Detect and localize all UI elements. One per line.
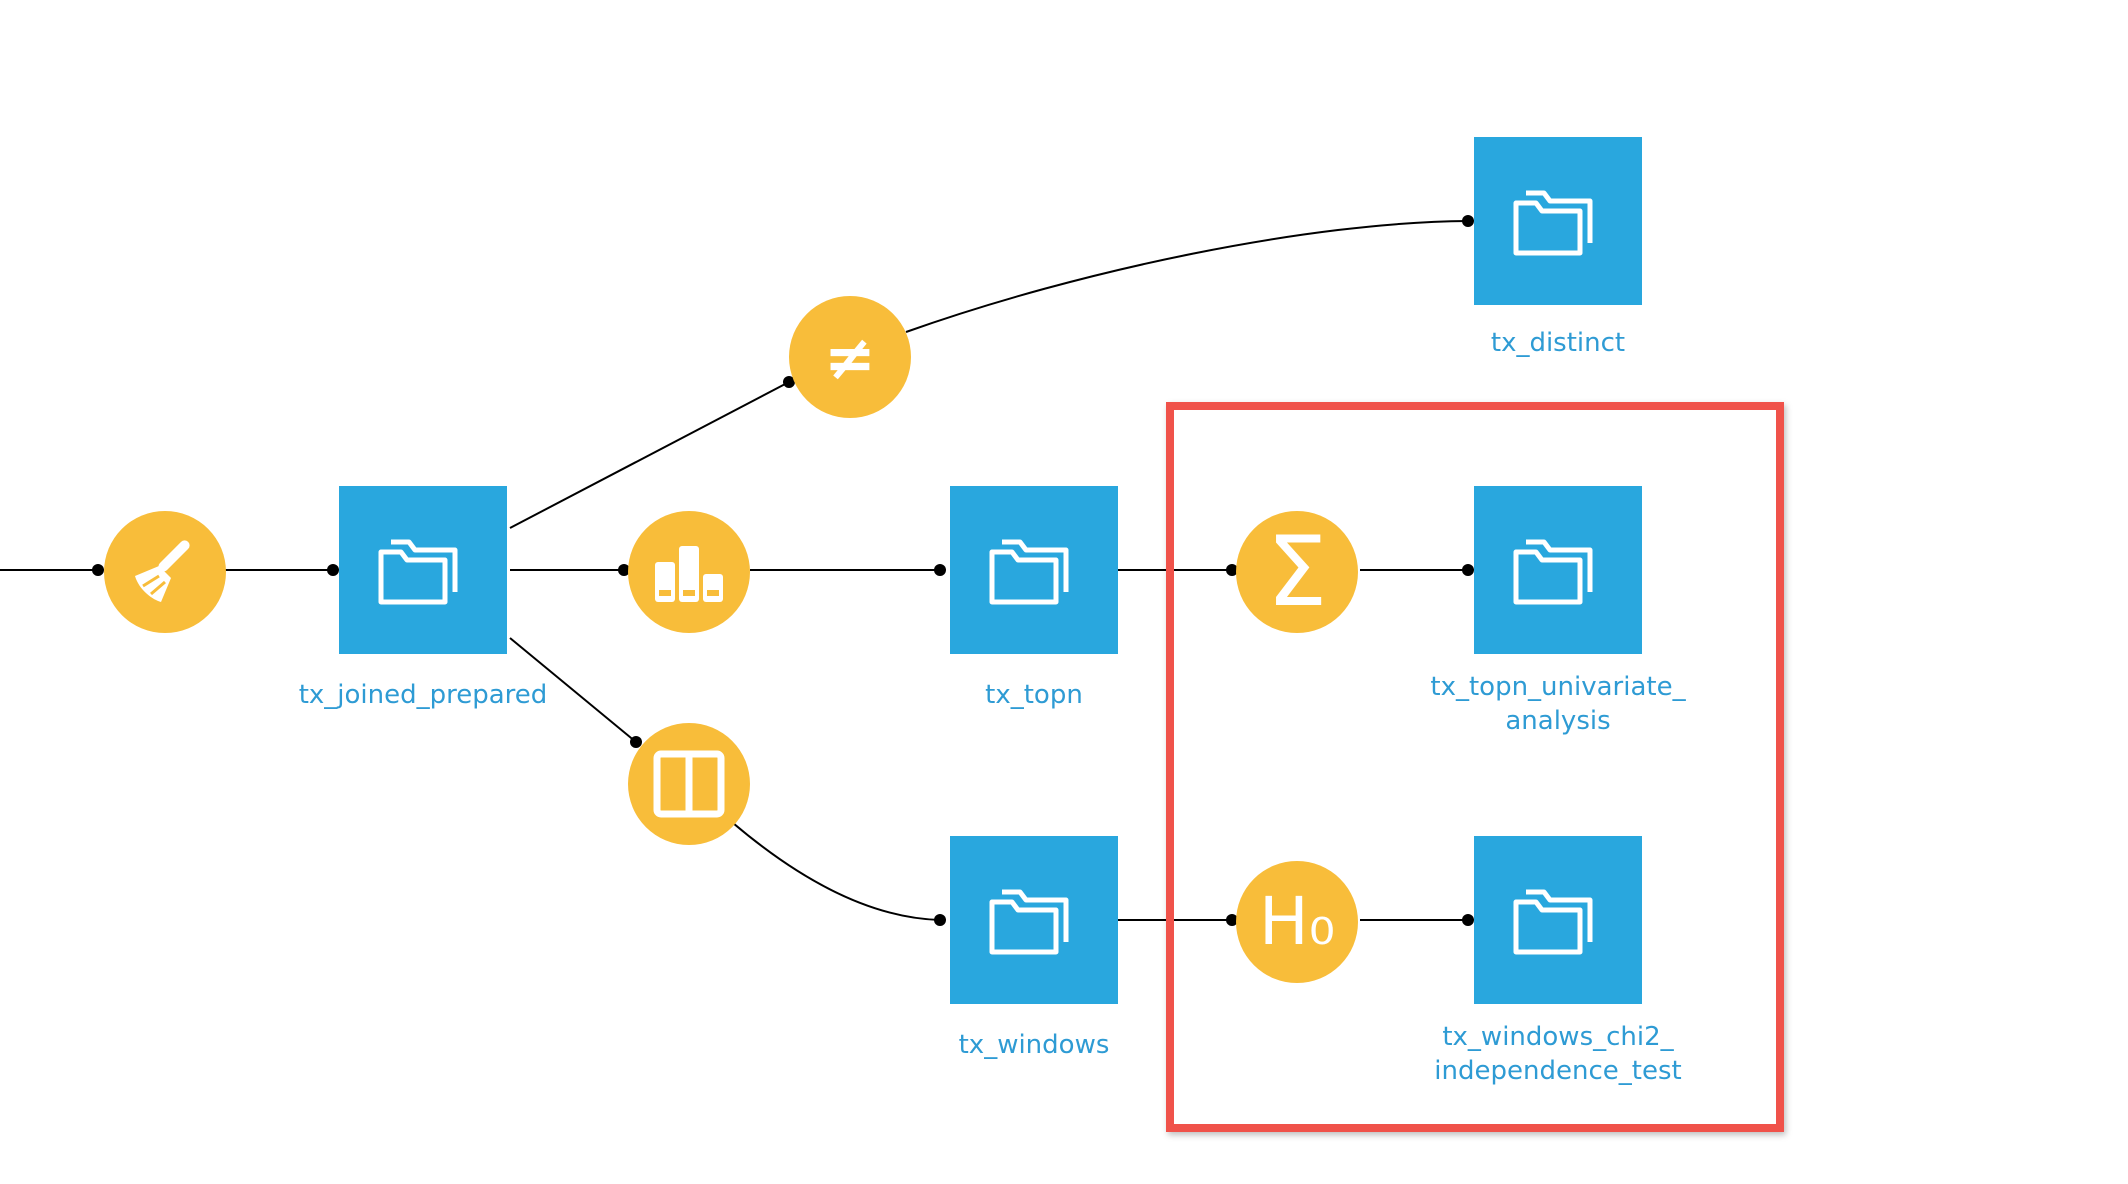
dataset-label[interactable]: tx_windows_chi2_ independence_test [1434,1022,1682,1086]
hypothesis-h0-icon: H₀ [1258,883,1336,960]
dataset-tx-windows-chi2-independence-test[interactable] [1474,836,1642,1004]
highlight-box [1166,402,1784,1132]
not-equal-icon: ≠ [824,320,876,394]
dataset-tx-joined-prepared[interactable] [339,486,507,654]
dataset-label[interactable]: tx_joined_prepared [298,680,548,710]
edge-dot [618,564,630,576]
broom-icon [135,540,190,602]
edge-dot [783,376,795,388]
folder-icon [1513,889,1593,955]
dataset-tx-distinct[interactable] [1474,137,1642,305]
edge-dot [1226,564,1238,576]
dataset-tx-windows[interactable] [950,836,1118,1004]
recipe-univariate-analysis[interactable]: Σ [1236,511,1358,633]
edge-dot [630,736,642,748]
edge-dot [1462,564,1474,576]
recipe-prepare[interactable] [104,511,226,633]
edge-dot [1226,914,1238,926]
edge-dot [327,564,339,576]
dataset-label[interactable]: tx_topn [985,680,1083,710]
edge-dot [92,564,104,576]
edge-dot [1462,914,1474,926]
dataset-label[interactable]: tx_distinct [1490,328,1626,358]
folder-icon [1513,539,1593,605]
dataset-label[interactable]: tx_windows [958,1030,1110,1060]
sigma-icon: Σ [1266,516,1328,628]
dataset-label[interactable]: tx_topn_univariate_ analysis [1430,672,1686,736]
edge-window-to-tx-windows [732,822,941,921]
edge-dot [934,914,946,926]
recipe-window[interactable] [628,723,750,845]
folder-icon [1513,190,1593,256]
folder-icon [378,539,458,605]
dataset-tx-topn-univariate-analysis[interactable] [1474,486,1642,654]
dataset-tx-topn[interactable] [950,486,1118,654]
recipe-topn[interactable] [628,511,750,633]
top-n-bars-icon [655,546,723,602]
folder-icon [989,889,1069,955]
edge-dot [1462,215,1474,227]
window-icon [653,750,725,818]
edge-joined-to-window [509,637,637,743]
edge-dot [934,564,946,576]
edge-joined-to-distinct [509,381,790,529]
recipe-distinct[interactable]: ≠ [789,296,911,418]
edge-distinct-to-tx-distinct [905,220,1469,333]
recipe-chi2-test[interactable]: H₀ [1236,861,1358,983]
folder-icon [989,539,1069,605]
